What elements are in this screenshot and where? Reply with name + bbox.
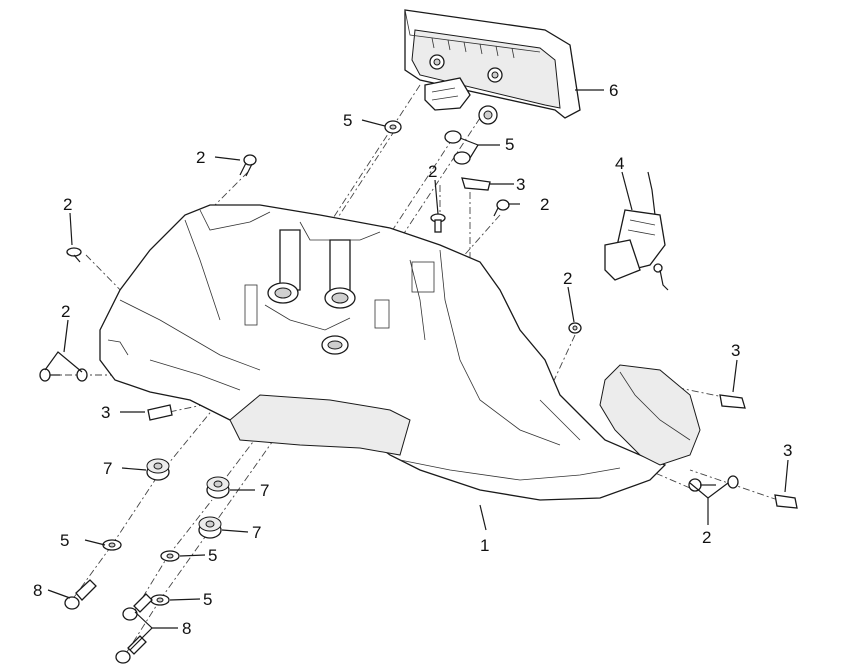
- cluster-ribs: [431, 37, 515, 59]
- callout-2: 2: [61, 302, 70, 321]
- leader-lines: [44, 89, 789, 651]
- clip-part-3: [461, 177, 491, 191]
- grommet-part-7: [198, 516, 222, 539]
- washer-part-5: [160, 550, 180, 562]
- washer-part-5: [150, 594, 170, 606]
- callout-2: 2: [563, 269, 572, 288]
- grommet-part-7: [146, 458, 170, 481]
- callout-2: 2: [540, 195, 549, 214]
- callout-3: 3: [731, 341, 740, 360]
- washer-part-5: [384, 120, 402, 134]
- washer-part-5: [102, 539, 122, 551]
- callout-5: 5: [60, 531, 69, 550]
- side-bracket: [604, 171, 669, 291]
- bolt-part-8: [115, 635, 147, 664]
- screw-part-2: [239, 154, 257, 177]
- callout-8: 8: [182, 619, 191, 638]
- clip-part-3: [147, 404, 173, 421]
- bolt-part-8: [122, 593, 153, 621]
- washer-part-5: [444, 130, 471, 165]
- callout-4: 4: [615, 154, 624, 173]
- callout-3: 3: [101, 403, 110, 422]
- callout-3: 3: [783, 441, 792, 460]
- callout-7: 7: [103, 459, 112, 478]
- callout-6: 6: [609, 81, 618, 100]
- screw-part-2: [430, 213, 446, 233]
- callout-5: 5: [203, 590, 212, 609]
- callout-7: 7: [252, 523, 261, 542]
- callout-3: 3: [516, 175, 525, 194]
- bolt-part-8: [64, 579, 97, 610]
- instrument-cluster: [404, 9, 581, 125]
- mounting-boss-group: [244, 229, 435, 355]
- callout-5: 5: [343, 111, 352, 130]
- callout-5: 5: [505, 135, 514, 154]
- clip-part-3: [774, 494, 798, 509]
- callout-1: 1: [480, 536, 489, 555]
- handlebar-cover-body: [99, 204, 701, 501]
- screw-part-2: [66, 247, 82, 263]
- screw-part-2: [688, 475, 739, 492]
- grommet-part-7: [206, 476, 230, 499]
- callout-5: 5: [208, 546, 217, 565]
- clip-part-3: [719, 394, 746, 409]
- callout-2: 2: [428, 162, 437, 181]
- callout-8: 8: [33, 581, 42, 600]
- screw-part-2: [568, 322, 582, 334]
- callout-2: 2: [196, 148, 205, 167]
- cluster-connector: [424, 77, 471, 111]
- callout-numbers: 1 2 2 2 2 2 2 2 3 3 3 3 4 5 5 5 5 5 6 7 …: [33, 81, 792, 638]
- screw-part-2: [493, 199, 510, 217]
- callout-7: 7: [260, 481, 269, 500]
- callout-2: 2: [702, 528, 711, 547]
- callout-2: 2: [63, 195, 72, 214]
